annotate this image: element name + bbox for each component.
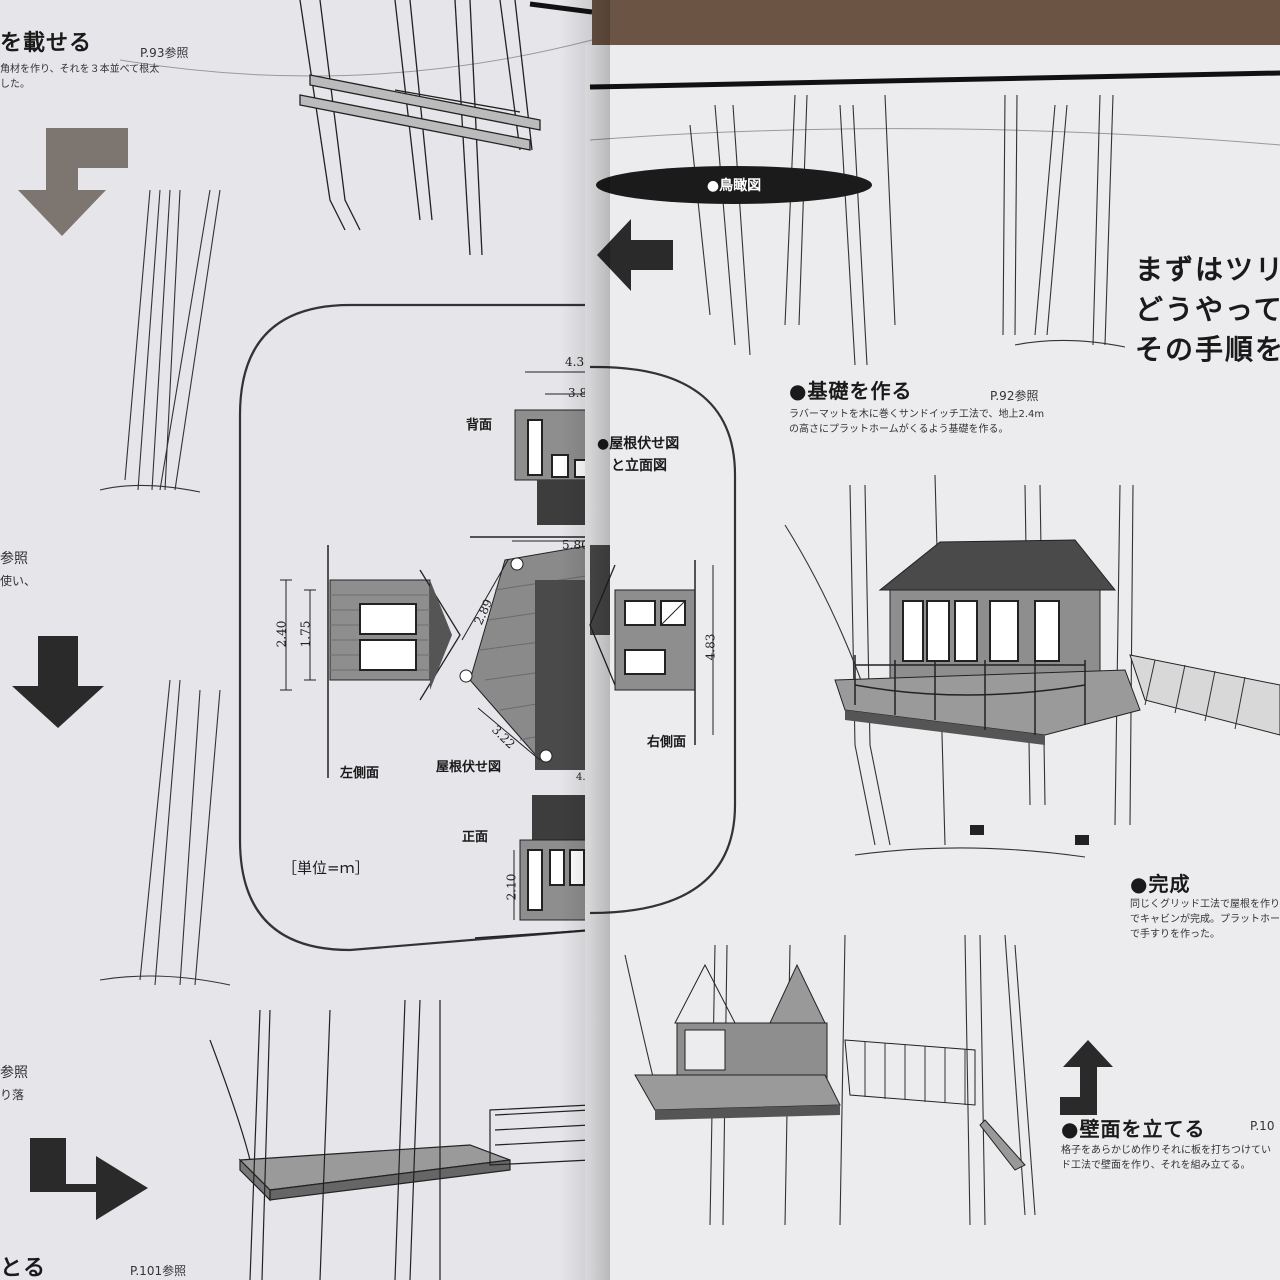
step-heading-beams: を載せる xyxy=(0,31,93,56)
step-text-foundation-2: の高さにプラットホームがくるよう基礎を作る。 xyxy=(789,424,1009,435)
trees-illustration-2 xyxy=(99,679,231,986)
step-text-lower: り落 xyxy=(0,1088,25,1102)
step-ref-lower: 参照 xyxy=(0,1065,28,1081)
step-text-complete-3: で手すりを作った。 xyxy=(1130,929,1220,940)
step-heading-walls: ●壁面を立てる xyxy=(1061,1117,1206,1141)
arrow-down-left-icon xyxy=(18,128,128,236)
dim-2-10: 2.10 xyxy=(504,873,519,901)
front-elevation-drawing xyxy=(474,795,592,939)
left-page-illustrations xyxy=(12,0,592,1280)
step-heading-bottom: とる xyxy=(0,1256,47,1280)
label-unit: ［単位=ｍ］ xyxy=(282,859,370,877)
step-ref-beams: P.93参照 xyxy=(140,46,189,60)
step-heading-foundation: ●基礎を作る xyxy=(789,379,913,403)
label-front: 正面 xyxy=(462,830,489,845)
step-ref-bottom: P.101参照 xyxy=(130,1264,187,1278)
step-text-beams-2: した。 xyxy=(0,79,30,90)
step-text-complete-1: 同じくグリッド工法で屋根を作り xyxy=(1130,899,1280,910)
intro-text-line1: まずはツリ xyxy=(1135,253,1280,286)
walls-stage-illustration xyxy=(624,934,1036,1226)
right-page: まずはツリ どうやって その手順を ●屋根伏せ図 と立面図 右側面 4.83 ●… xyxy=(585,45,1280,1280)
back-elevation-drawing xyxy=(470,371,592,538)
dim-4-3: 4.3 xyxy=(576,772,592,783)
trees-illustration-1 xyxy=(99,189,221,493)
step-heading-complete: ●完成 xyxy=(1130,872,1191,896)
step-text-foundation-1: ラバーマットを木に巻くサンドイッチ工法で、地上2.4m xyxy=(789,409,1045,420)
roof-plan-drawing xyxy=(459,540,592,771)
label-roof-plan: 屋根伏せ図 xyxy=(436,760,502,775)
label-right-side: 右側面 xyxy=(647,735,687,750)
label-back: 背面 xyxy=(466,418,493,433)
intro-text-line2: どうやって xyxy=(1135,293,1280,326)
dim-4-83: 4.83 xyxy=(703,633,718,661)
left-elevation-drawing xyxy=(280,545,461,778)
trees-illustration-top xyxy=(689,94,1126,366)
arrow-left-icon xyxy=(597,219,673,291)
platform-beams-illustration xyxy=(299,0,541,256)
left-page: を載せる P.93参照 角材を作り、それを３本並べて根太 した。 参照 使い、 … xyxy=(0,0,592,1280)
step-text-walls-1: 格子をあらかじめ作りそれに板を打ちつけてい xyxy=(1061,1145,1271,1156)
right-page-illustrations xyxy=(589,70,1280,1226)
label-left-side: 左側面 xyxy=(340,766,380,781)
plan-title-line2: と立面図 xyxy=(611,458,667,474)
dim-5-80: 5.80 xyxy=(562,538,589,552)
intro-text-line3: その手順を xyxy=(1135,333,1280,366)
step-ref-mid: 参照 xyxy=(0,551,28,567)
step-text-walls-2: ド工法で壁面を作り、それを組み立てる。 xyxy=(1061,1160,1251,1171)
dim-1-75: 1.75 xyxy=(298,620,313,648)
arrow-up-right-icon xyxy=(1060,1040,1113,1115)
arrow-right-icon xyxy=(30,1138,148,1220)
plan-title-line1: ●屋根伏せ図 xyxy=(597,436,680,452)
step-text-complete-2: でキャビンが完成。プラットホー xyxy=(1130,914,1280,925)
step-text-mid: 使い、 xyxy=(0,574,37,588)
step-text-beams-1: 角材を作り、それを３本並べて根太 xyxy=(0,64,160,75)
step-ref-foundation: P.92参照 xyxy=(990,389,1039,403)
right-elevation-drawing xyxy=(589,545,714,745)
platform-illustration xyxy=(209,999,591,1280)
dim-2-40: 2.40 xyxy=(274,620,289,648)
arrow-down-icon xyxy=(12,636,104,728)
step-ref-walls: P.10 xyxy=(1250,1119,1275,1133)
completed-treehouse-illustration xyxy=(784,474,1280,858)
birds-eye-view-label: ●鳥瞰図 xyxy=(596,166,872,204)
